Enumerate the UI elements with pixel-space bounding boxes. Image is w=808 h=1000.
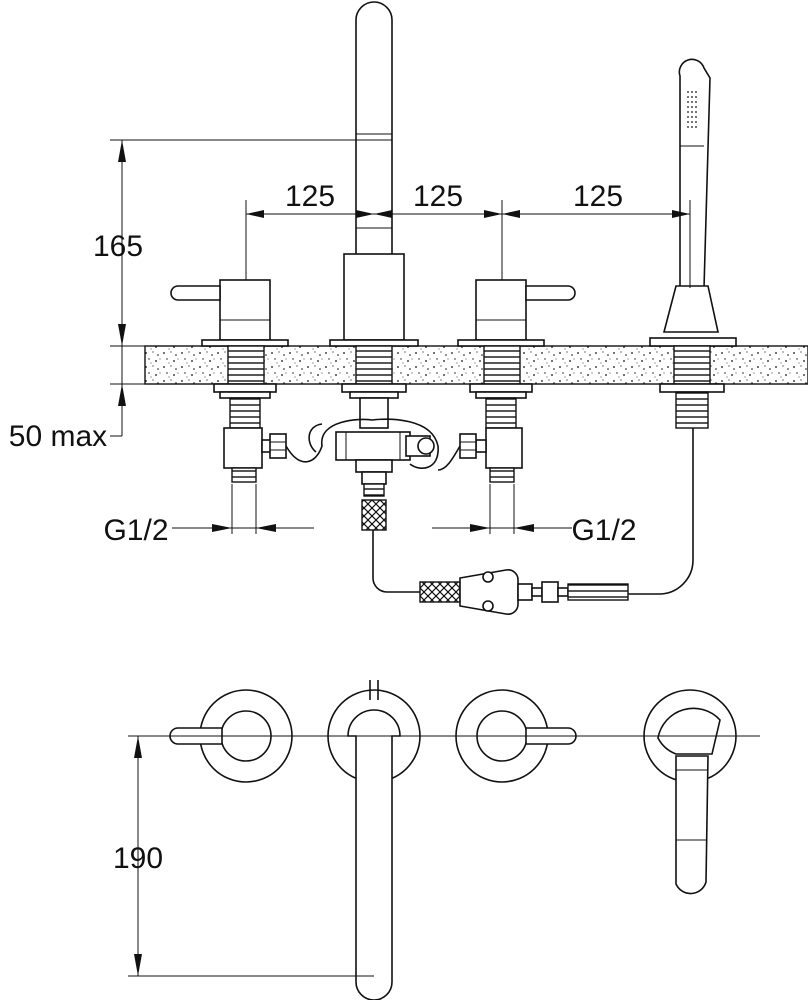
dim-label-spacing-3: 125 [573,180,623,213]
left-valve-underdeck [213,345,287,483]
dimension-lines [110,139,691,977]
hand-shower-plan [643,689,737,895]
left-valve-elevation [170,279,289,347]
dim-label-spacing-2: 125 [413,180,463,213]
right-valve-underdeck [459,345,533,483]
dim-label-left-thread: G1/2 [103,514,168,547]
dim-label-spout-projection: 190 [113,842,163,875]
dim-label-spout-height: 165 [93,230,143,263]
spout-underdeck-mixer [285,345,461,593]
dim-label-deck-thickness: 50 max [9,420,107,453]
dim-label-spacing-1: 125 [285,180,335,213]
right-valve-elevation [457,279,576,347]
hand-shower-underdeck [419,345,725,615]
dim-label-right-thread: G1/2 [571,514,636,547]
hand-shower-elevation [649,58,737,347]
spout-plan [327,680,421,1000]
spout-elevation [329,1,419,347]
